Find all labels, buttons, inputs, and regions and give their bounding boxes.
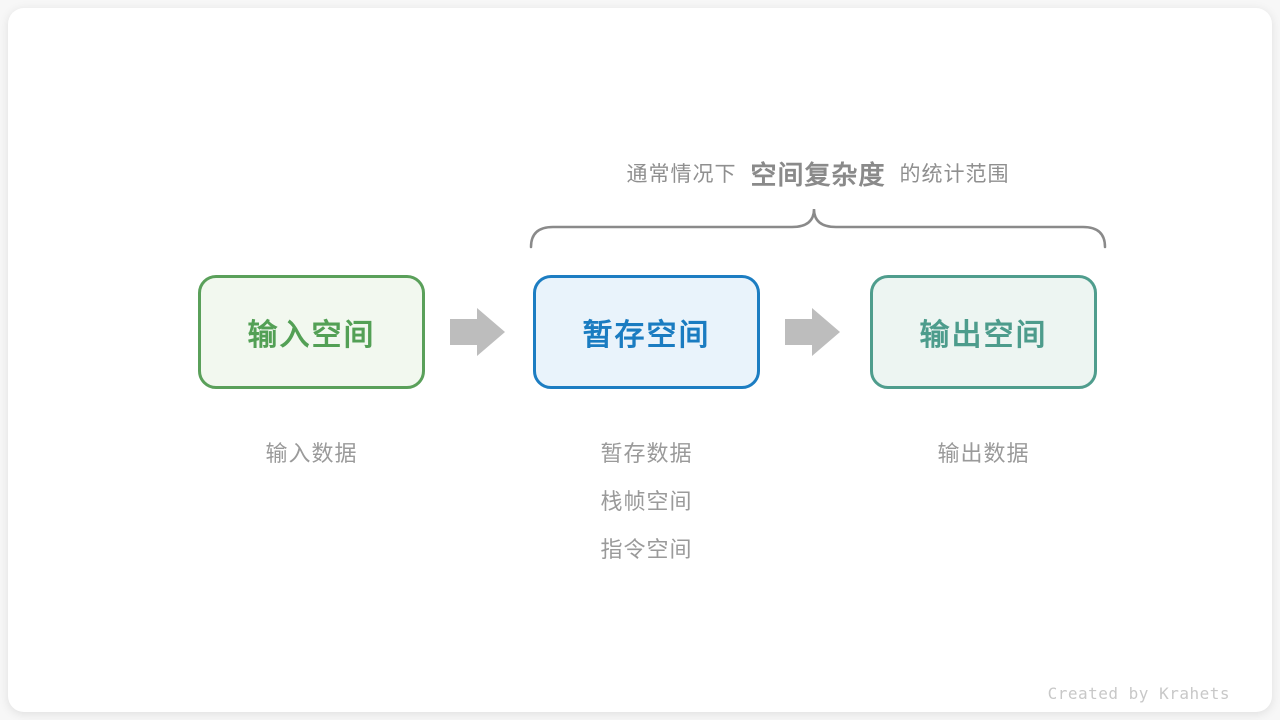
annotation-line: 栈帧空间 xyxy=(600,489,693,514)
credit-text: Created by Krahets xyxy=(1047,684,1230,703)
annotation-line: 输入数据 xyxy=(265,441,358,466)
arrow-right-icon xyxy=(450,308,505,356)
annotation-line: 输出数据 xyxy=(937,441,1030,466)
title-highlight: 空间复杂度 xyxy=(750,159,886,190)
arrow-right-icon xyxy=(785,308,840,356)
node-output-space-label: 输出空间 xyxy=(919,319,1048,352)
node-temporary-space: 暂存空间 xyxy=(533,275,760,389)
annotation-input-space: 输入数据 xyxy=(198,430,425,478)
curly-brace xyxy=(529,208,1107,249)
node-input-space: 输入空间 xyxy=(198,275,425,389)
node-input-space-label: 输入空间 xyxy=(247,319,376,352)
diagram-title: 通常情况下 空间复杂度 的统计范围 xyxy=(523,152,1113,194)
annotation-output-space: 输出数据 xyxy=(870,430,1097,478)
title-prefix: 通常情况下 xyxy=(626,163,737,186)
node-temporary-space-label: 暂存空间 xyxy=(582,319,711,352)
title-suffix: 的统计范围 xyxy=(899,163,1010,186)
annotation-line: 暂存数据 xyxy=(600,441,693,466)
diagram-card: 通常情况下 空间复杂度 的统计范围 输入空间 暂存空间 输出空间 输入数据 暂存… xyxy=(8,8,1272,712)
annotation-temporary-space: 暂存数据 栈帧空间 指令空间 xyxy=(533,430,760,574)
annotation-line: 指令空间 xyxy=(600,537,693,562)
node-output-space: 输出空间 xyxy=(870,275,1097,389)
